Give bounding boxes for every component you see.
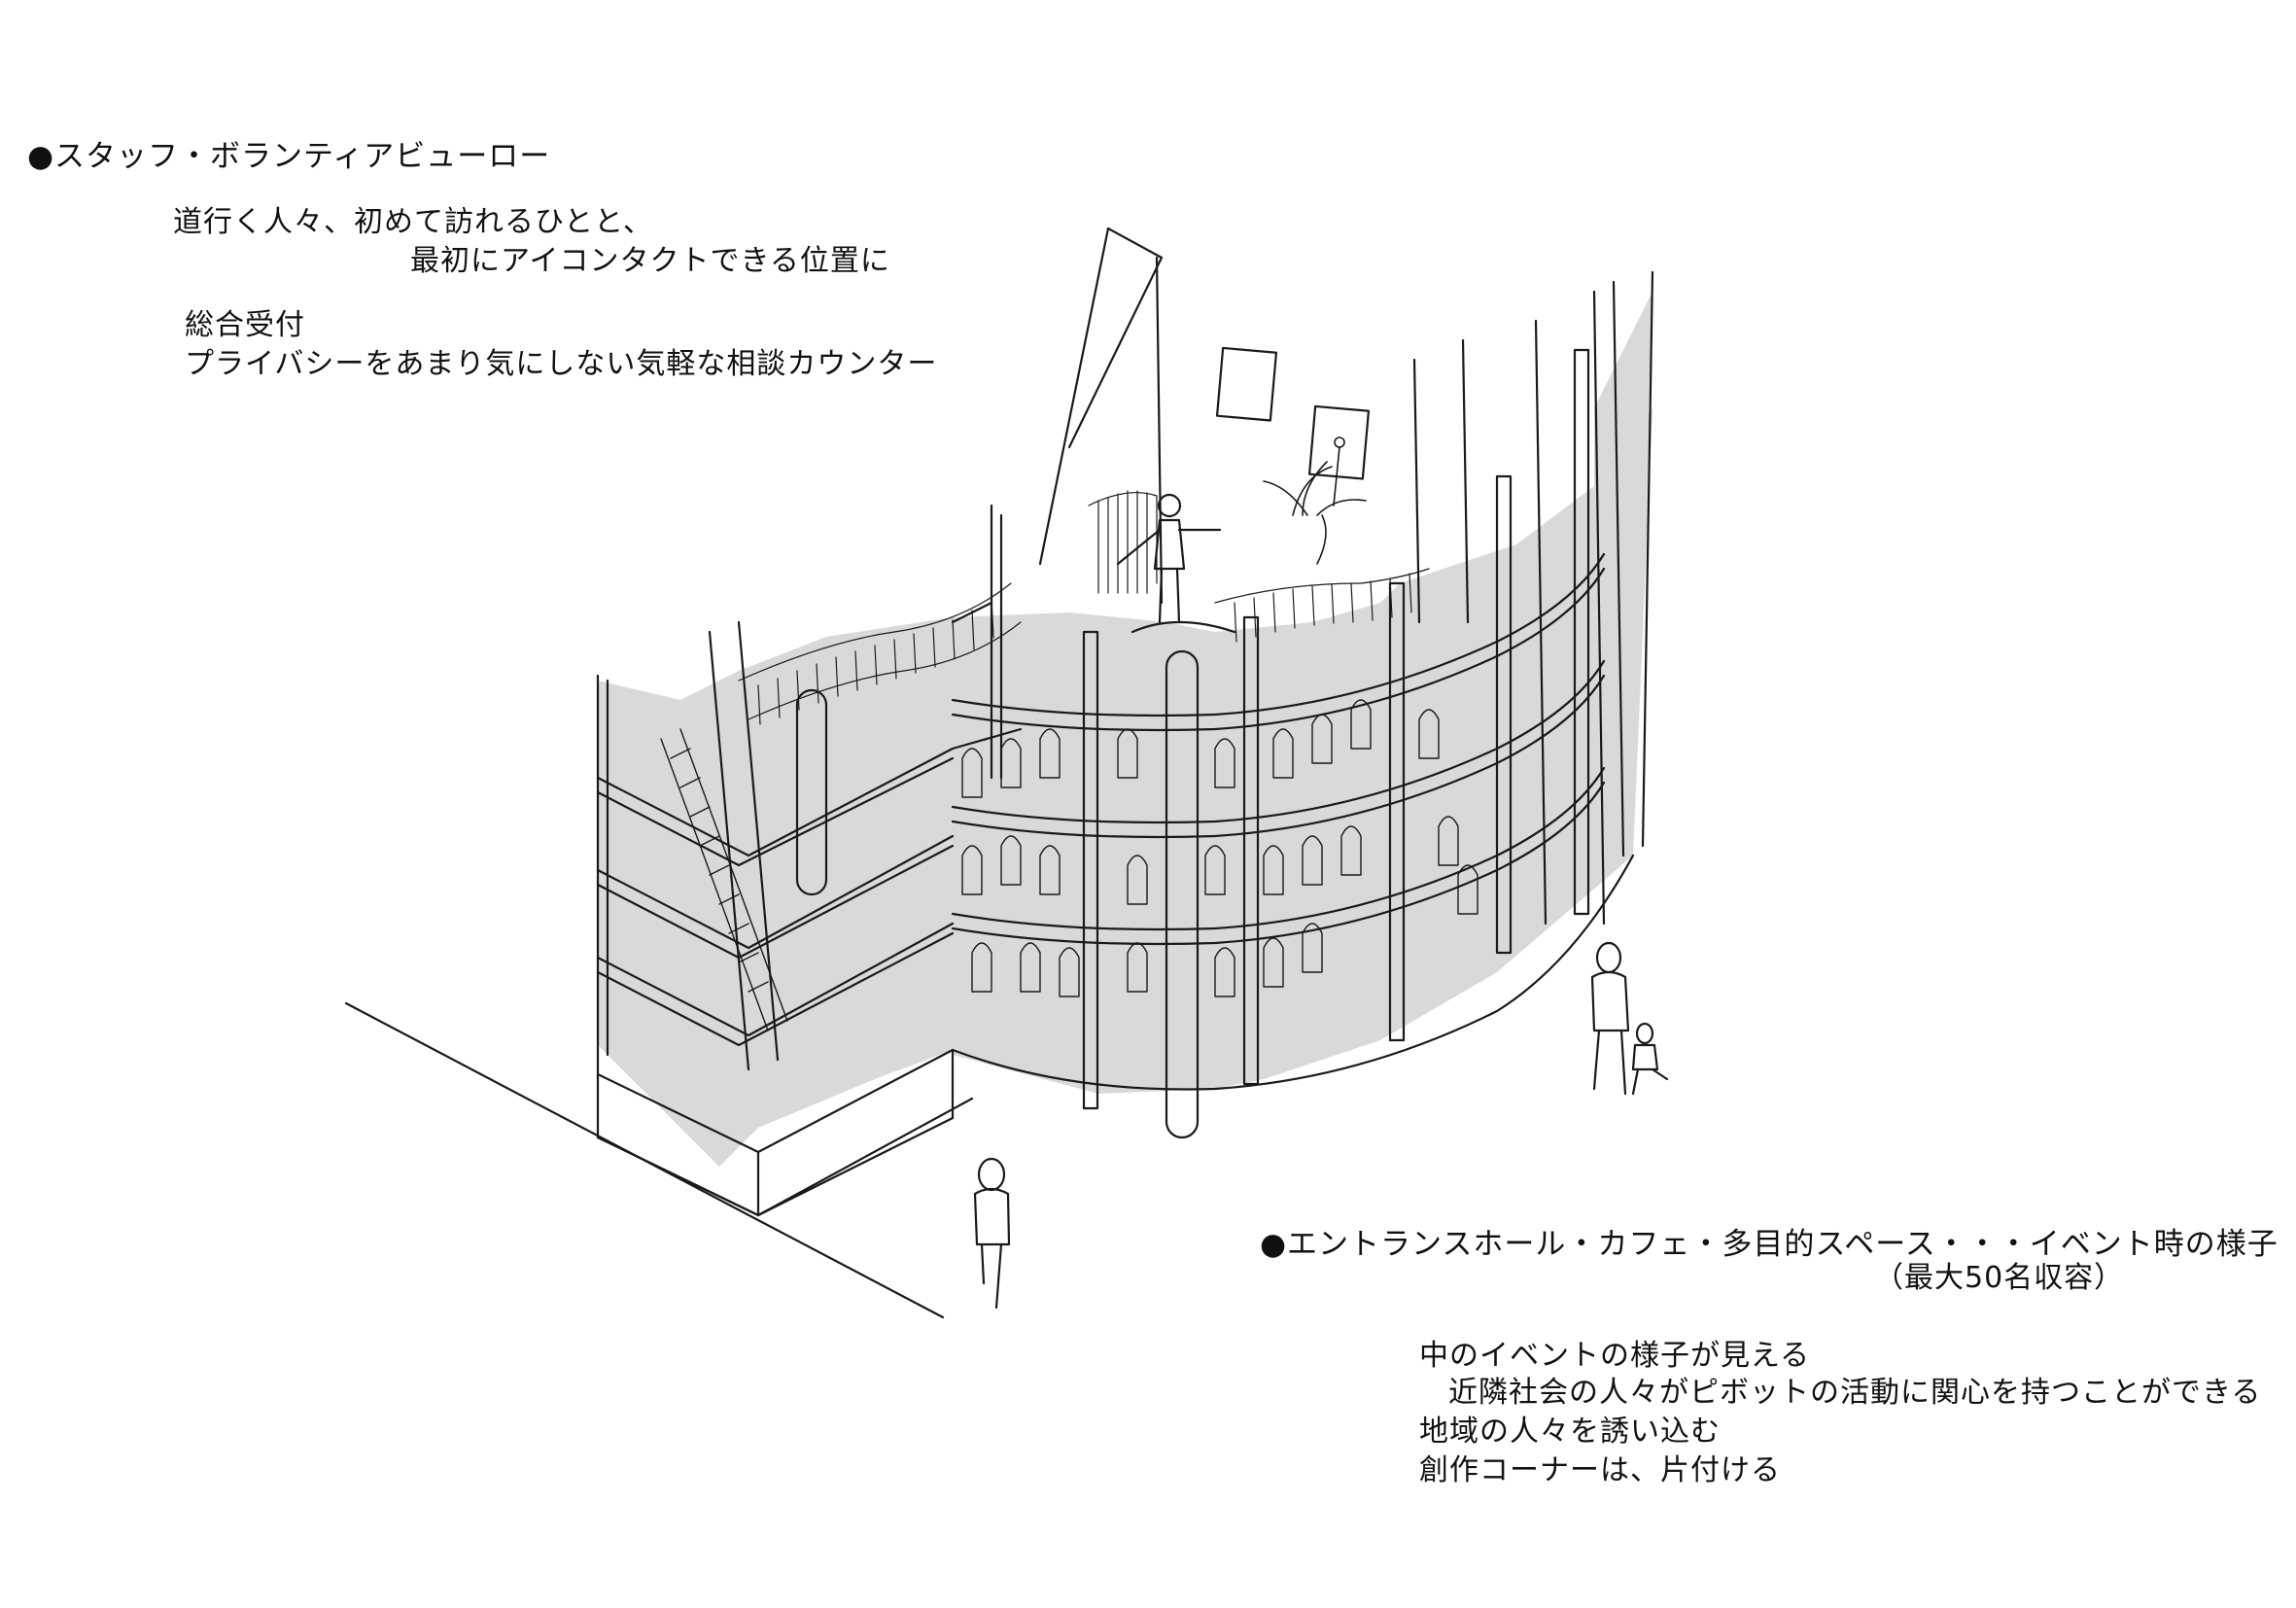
staff-bureau-line-3: 総合受付 <box>185 308 305 342</box>
posts <box>795 348 1590 1139</box>
stairs <box>660 728 788 1031</box>
staff-bureau-heading: ●スタッフ・ボランティアビューロー <box>27 139 551 174</box>
staff-bureau-line-2: 最初にアイコンタクトできる位置に <box>410 244 890 278</box>
speaker-figure <box>1116 493 1236 634</box>
audience <box>961 699 1478 997</box>
wall-fill-right <box>1215 292 1652 1089</box>
facade-rails <box>951 552 1635 1091</box>
staff-bureau-line-4: プライバシーをあまり気にしない気軽な相談カウンター <box>185 347 938 381</box>
wall-fill-left <box>598 612 1215 1167</box>
entrance-hall-capacity: （最大50名収容） <box>1874 1261 2125 1295</box>
staff-bureau-line-1: 道行く人々、初めて訪れるひとと、 <box>173 205 653 239</box>
entrance-hall-line-3: 地域の人々を誘い込む <box>1419 1415 1721 1449</box>
pedestrian-adult-child <box>1590 941 1669 1096</box>
left-base-block <box>596 1048 955 1217</box>
curtain-hatching <box>738 490 1430 725</box>
entrance-hall-line-2: 近隣社会の人々がピボットの活動に関心を持つことができる <box>1448 1376 2262 1410</box>
entrance-hall-line-1: 中のイベントの様子が見える <box>1419 1339 1811 1373</box>
left-wing-frame <box>596 620 1023 1139</box>
plant <box>1263 437 1367 565</box>
entrance-hall-heading: ●エントランスホール・カフェ・多目的スペース・・・イベント時の様子 <box>1260 1227 2279 1262</box>
pedestrian-walking <box>973 1157 1011 1310</box>
entrance-hall-line-4: 創作コーナーは、片付ける <box>1419 1453 1781 1487</box>
upper-structure <box>951 227 1654 926</box>
